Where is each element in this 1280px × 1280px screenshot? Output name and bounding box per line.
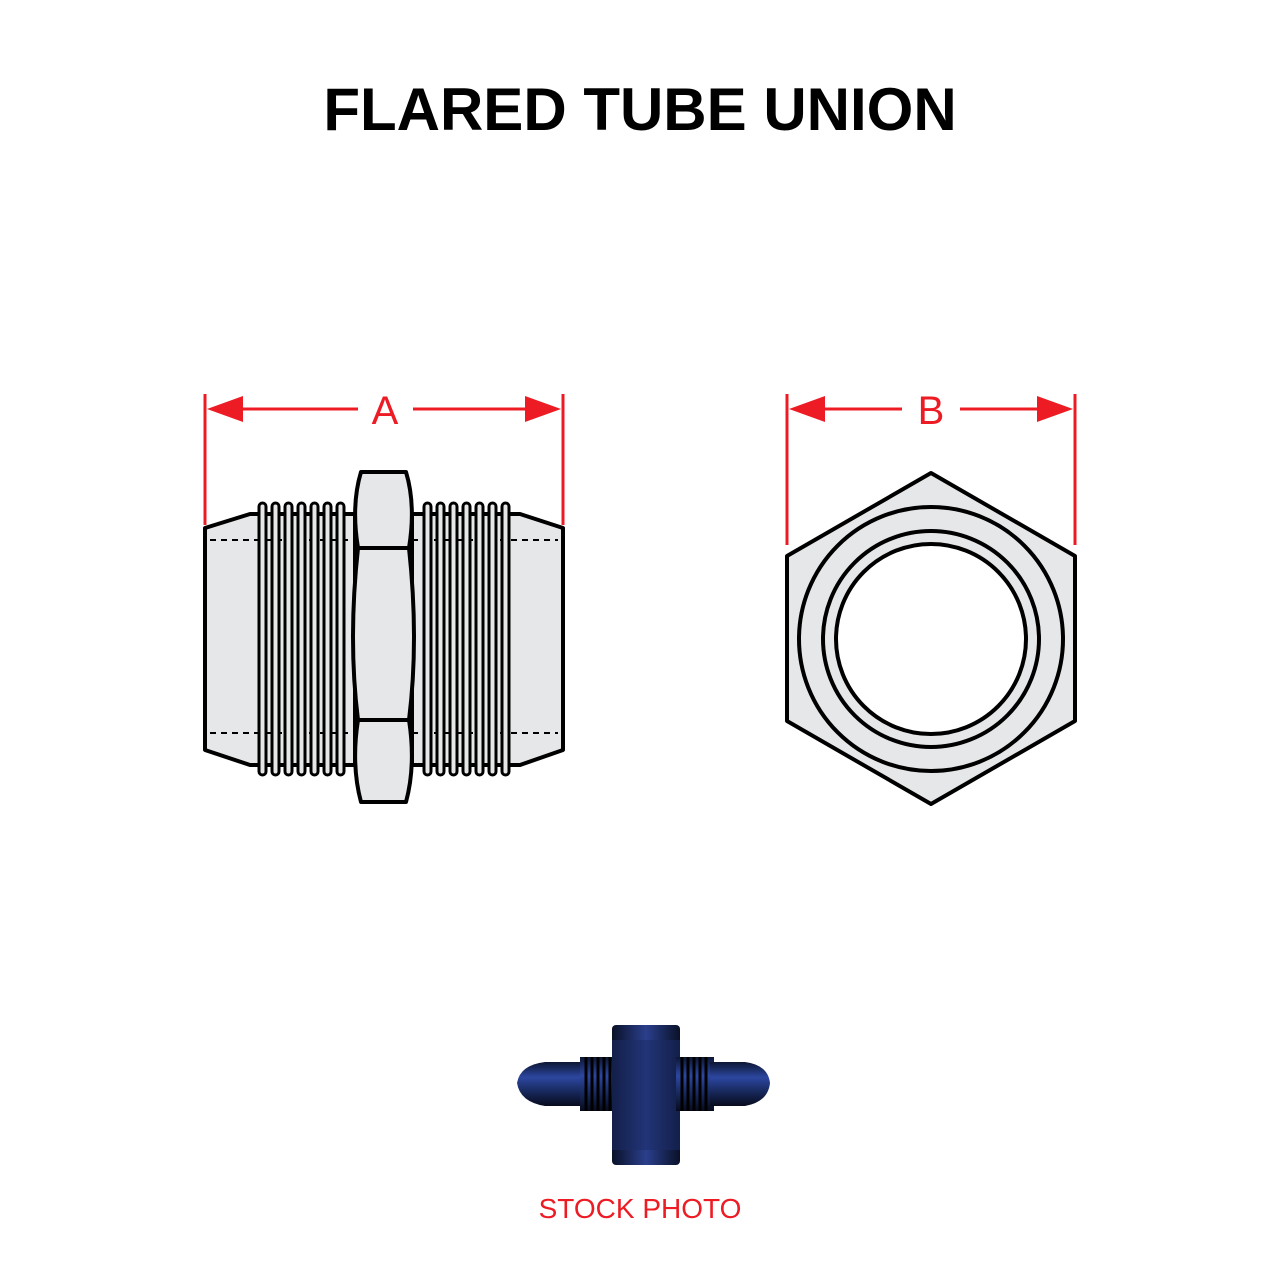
dimension-a-label: A bbox=[372, 389, 399, 433]
dimension-a-arrow-right-icon bbox=[525, 396, 561, 422]
dimension-b-arrow-left-icon bbox=[789, 396, 825, 422]
right-thread-ribs bbox=[422, 501, 511, 777]
page-title: FLARED TUBE UNION bbox=[323, 76, 957, 143]
dimension-b-arrow-right-icon bbox=[1037, 396, 1073, 422]
center-hex bbox=[351, 470, 416, 804]
union-side-view bbox=[203, 470, 565, 804]
stock-photo-caption: STOCK PHOTO bbox=[538, 1193, 742, 1224]
union-end-view bbox=[785, 471, 1077, 806]
center-hex-outline bbox=[351, 470, 416, 804]
stock-photo-image bbox=[517, 1025, 770, 1165]
left-thread-ribs bbox=[257, 501, 346, 777]
dimension-b: B bbox=[785, 389, 1077, 545]
dimension-a-arrow-left-icon bbox=[207, 396, 243, 422]
dimension-b-label: B bbox=[918, 389, 945, 433]
end-view-bore bbox=[834, 542, 1028, 736]
dimension-a: A bbox=[203, 389, 565, 525]
